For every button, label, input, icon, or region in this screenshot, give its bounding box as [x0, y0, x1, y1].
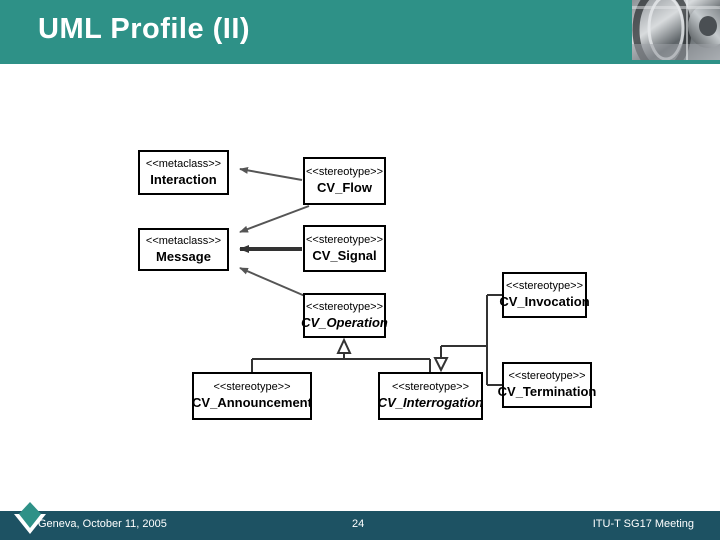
uml-box-cv-operation[interactable]: <<stereotype>> CV_Operation [301, 293, 388, 338]
class-name: CV_Interrogation [377, 395, 484, 410]
itu-diamond-logo-icon [14, 502, 46, 534]
stereotype-label: <<stereotype>> [505, 280, 584, 292]
class-name: CV_Termination [497, 384, 597, 399]
stereotype-label: <<stereotype>> [508, 370, 586, 382]
stereotype-label: <<stereotype>> [213, 381, 291, 393]
class-name: Interaction [150, 171, 217, 187]
cable-photo-graphic [632, 0, 720, 60]
slide-header: UML Profile (II) [0, 0, 720, 64]
stereotype-label: <<stereotype>> [305, 233, 384, 246]
logo-diamond-shape [17, 502, 43, 530]
slide-footer: Geneva, October 11, 2005 24 ITU-T SG17 M… [0, 511, 720, 540]
footer-location-date: Geneva, October 11, 2005 [38, 518, 167, 530]
uml-box-cv-invocation[interactable]: <<stereotype>> CV_Invocation [499, 272, 590, 318]
relation-invocation-termination-interrogation [433, 294, 502, 386]
class-name: CV_Operation [301, 314, 388, 330]
class-name: CV_Announcement [192, 395, 312, 410]
uml-box-message[interactable]: <<metaclass>> Message [138, 228, 229, 271]
page-title: UML Profile (II) [38, 13, 251, 45]
relation-cvoperation-message [239, 267, 306, 297]
class-name: CV_Flow [317, 180, 372, 195]
logo-chevron-shape [14, 514, 46, 534]
cable-photo [632, 0, 720, 60]
uml-box-cv-signal[interactable]: <<stereotype>> CV_Signal [303, 225, 386, 272]
uml-box-cv-interrogation[interactable]: <<stereotype>> CV_Interrogation [378, 372, 483, 420]
footer-meeting-name: ITU-T SG17 Meeting [592, 518, 694, 530]
generalization-tree-cvoperation [251, 337, 431, 372]
stereotype-label: <<stereotype>> [305, 300, 384, 313]
relation-cvflow-interaction [239, 166, 303, 181]
uml-box-cv-flow[interactable]: <<stereotype>> CV_Flow [303, 157, 386, 205]
uml-class-diagram: <<metaclass>> Interaction <<stereotype>>… [0, 64, 720, 499]
stereotype-label: <<metaclass>> [145, 234, 222, 247]
stereotype-label: <<stereotype>> [391, 381, 470, 393]
relation-cvflow-message [239, 205, 310, 233]
footer-page-number: 24 [352, 518, 365, 530]
class-name: Message [156, 248, 211, 264]
class-name: CV_Invocation [499, 294, 590, 309]
stereotype-label: <<metaclass>> [145, 157, 222, 170]
uml-box-cv-termination[interactable]: <<stereotype>> CV_Termination [498, 362, 596, 408]
uml-box-cv-announcement[interactable]: <<stereotype>> CV_Announcement [192, 372, 312, 420]
uml-box-interaction[interactable]: <<metaclass>> Interaction [138, 150, 229, 195]
stereotype-label: <<stereotype>> [305, 166, 384, 178]
diagram-connectors [239, 166, 502, 386]
class-name: CV_Signal [312, 247, 377, 263]
